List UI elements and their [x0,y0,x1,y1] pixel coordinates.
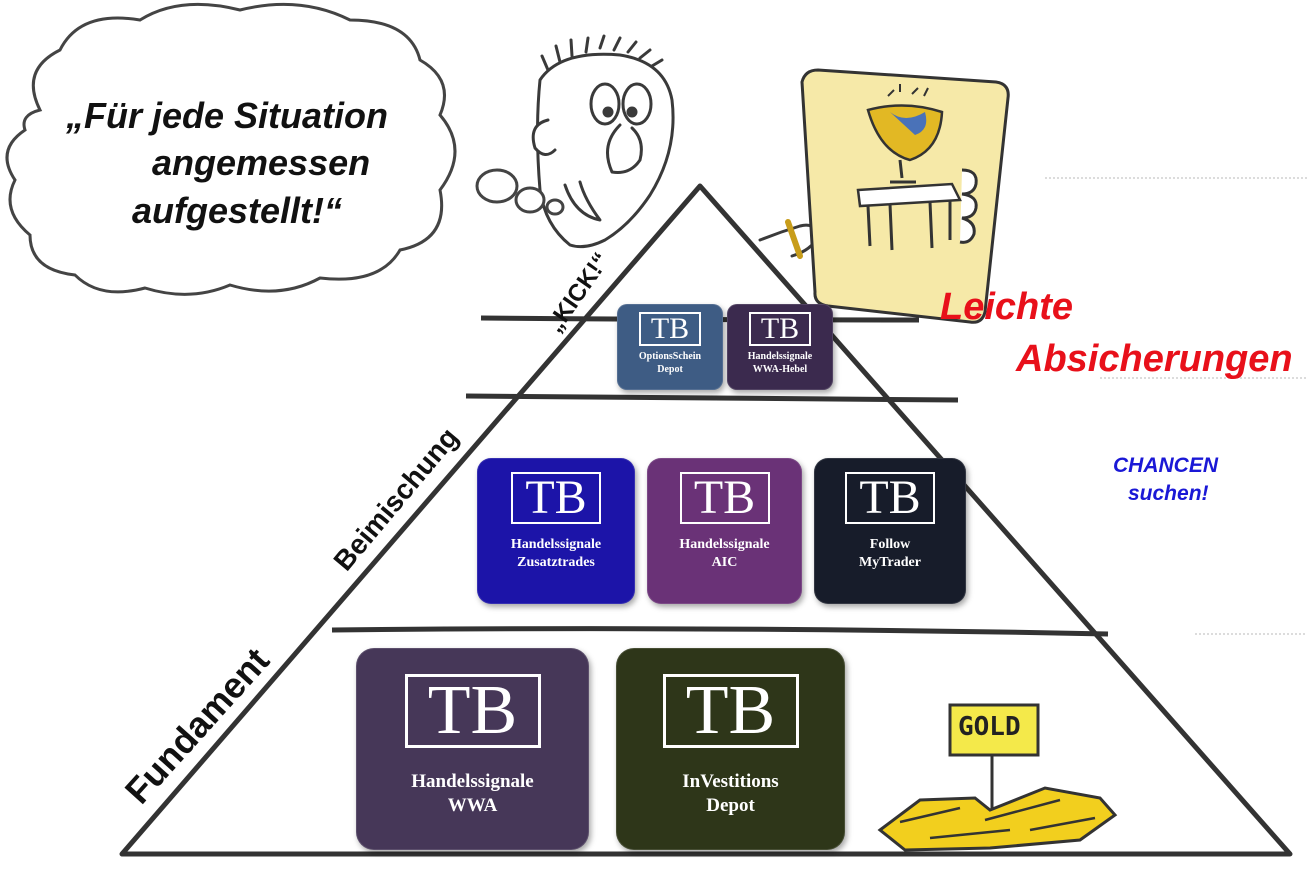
label-leichte: Leichte [940,286,1074,328]
tile-follow-mytrader[interactable]: TB Follow MyTrader [814,458,966,604]
tb-logo: TB [511,472,601,524]
tile-caption-line-1: Follow [869,537,911,552]
tile-optionsschein-depot[interactable]: TB OptionsSchein Depot [617,304,723,390]
tb-logo: TB [845,472,935,524]
tile-handelssignale-aic[interactable]: TB Handelssignale AIC [647,458,802,604]
thought-bubble-line-3: aufgestellt!“ [132,190,343,231]
tile-investitions-depot[interactable]: TB InVestitions Depot [616,648,845,850]
tb-logo: TB [404,674,541,748]
thought-bubble-line-1: „Für jede Situation [66,95,389,136]
cartoon-figure [531,34,820,259]
tb-logo: TB [679,472,770,524]
tile-caption-line-2: MyTrader [859,554,921,570]
tile-caption-line-2: WWA [447,794,498,816]
tile-handelssignale-zusatztrades[interactable]: TB Handelssignale Zusatztrades [477,458,635,604]
gold-bars [877,703,1118,852]
tile-caption-line-1: Handelssignale [747,351,813,362]
tile-handelssignale-wwa-hebel[interactable]: TB Handelssignale WWA-Hebel [727,304,833,390]
tile-caption-line-1: InVestitions [682,771,779,792]
thought-bubble-line-2: angemessen [152,142,371,183]
grail-card [800,68,1010,324]
tile-caption-line-1: Handelssignale [510,537,602,552]
tile-handelssignale-wwa[interactable]: TB Handelssignale WWA [356,648,589,850]
label-suchen: suchen! [1128,482,1209,505]
tile-caption-line-1: OptionsSchein [638,351,702,362]
tile-caption-line-2: Depot [657,363,683,375]
tile-caption-line-1: Handelssignale [411,771,534,792]
thought-bubble-shape [5,2,565,296]
tb-logo: TB [639,312,701,346]
tb-logo: TB [662,674,799,748]
label-absicherungen: Absicherungen [1016,338,1293,380]
tb-logo: TB [749,312,811,346]
tile-caption-line-1: Handelssignale [679,537,770,552]
tile-caption-line-2: Depot [706,794,755,816]
tile-caption-line-2: Zusatztrades [517,554,595,570]
label-chancen: CHANCEN [1113,454,1218,477]
tile-caption-line-2: WWA-Hebel [752,363,808,375]
gold-sign-text: GOLD [958,712,1021,742]
tile-caption-line-2: AIC [711,554,738,570]
